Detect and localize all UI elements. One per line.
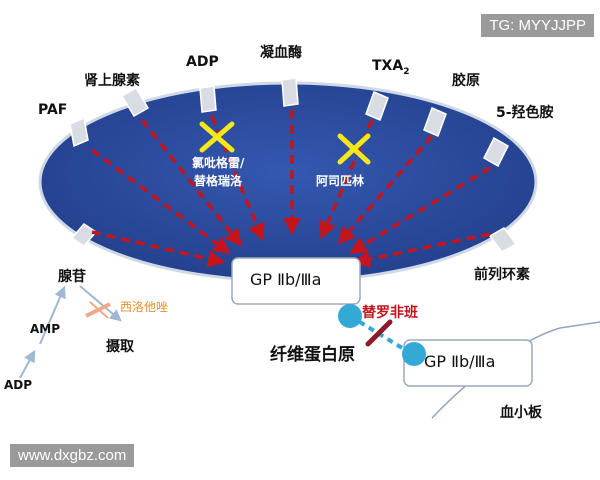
label-uptake: 摄取 bbox=[106, 339, 134, 355]
receptor-serotonin bbox=[483, 136, 509, 168]
label-txa2-sub: 2 bbox=[403, 66, 410, 77]
label-ticagrelor: 替格瑞洛 bbox=[194, 174, 243, 188]
inhibit-clopidogrel-x bbox=[199, 121, 235, 153]
receptor-paf bbox=[69, 116, 89, 148]
receptor-collagen bbox=[423, 106, 447, 138]
fibrinogen-ball-1 bbox=[338, 304, 362, 328]
inhibit-aspirin-x bbox=[337, 133, 371, 165]
label-paf: PAF bbox=[38, 102, 68, 118]
label-adp-bottom: ADP bbox=[4, 378, 33, 392]
label-tirofiban: 替罗非班 bbox=[362, 305, 418, 321]
receptor-epinephrine bbox=[120, 86, 150, 118]
fibrinogen-ball-2 bbox=[402, 342, 426, 366]
label-txa2-main: TXA bbox=[372, 58, 404, 74]
label-prostacyclin: 前列环素 bbox=[474, 267, 530, 283]
label-thrombin: 凝血酶 bbox=[260, 45, 302, 61]
label-fibrinogen: 纤维蛋白原 bbox=[270, 345, 355, 365]
tirofiban-block-bar bbox=[365, 319, 393, 347]
label-clopidogrel: 氯吡格雷/ bbox=[192, 156, 245, 170]
receptor-txa2 bbox=[365, 90, 389, 122]
label-platelet: 血小板 bbox=[500, 405, 542, 421]
label-serotonin: 5-羟色胺 bbox=[496, 105, 554, 121]
label-adp: ADP bbox=[186, 54, 219, 70]
watermark-top: TG: MYYJJPP bbox=[481, 14, 594, 37]
gp-receptor-label-2: GP Ⅱb/Ⅲa bbox=[424, 352, 496, 371]
receptor-tabs bbox=[69, 77, 518, 253]
watermark-bottom: www.dxgbz.com bbox=[10, 444, 135, 467]
adenosine-pathway bbox=[19, 285, 122, 379]
receptor-adp bbox=[199, 85, 217, 113]
receptor-prostacyclin bbox=[488, 227, 518, 253]
gp-receptor-box-2 bbox=[403, 339, 533, 387]
inhibit-marks bbox=[199, 121, 371, 165]
gp-receptor-box-1 bbox=[231, 257, 361, 305]
receptor-thrombin bbox=[281, 77, 299, 107]
fibrinogen-bridge bbox=[338, 304, 426, 366]
gp-receptor-label-1: GP Ⅱb/Ⅲa bbox=[250, 270, 322, 289]
label-txa2: TXA2 bbox=[372, 58, 409, 77]
label-collagen: 胶原 bbox=[452, 73, 480, 89]
label-amp: AMP bbox=[30, 322, 61, 336]
platelet-membrane bbox=[38, 81, 538, 283]
label-aspirin: 阿司匹林 bbox=[316, 174, 365, 188]
label-adenosine: 腺苷 bbox=[58, 269, 86, 285]
label-epinephrine: 肾上腺素 bbox=[84, 73, 140, 89]
label-cilostazol: 西洛他唑 bbox=[120, 300, 169, 314]
